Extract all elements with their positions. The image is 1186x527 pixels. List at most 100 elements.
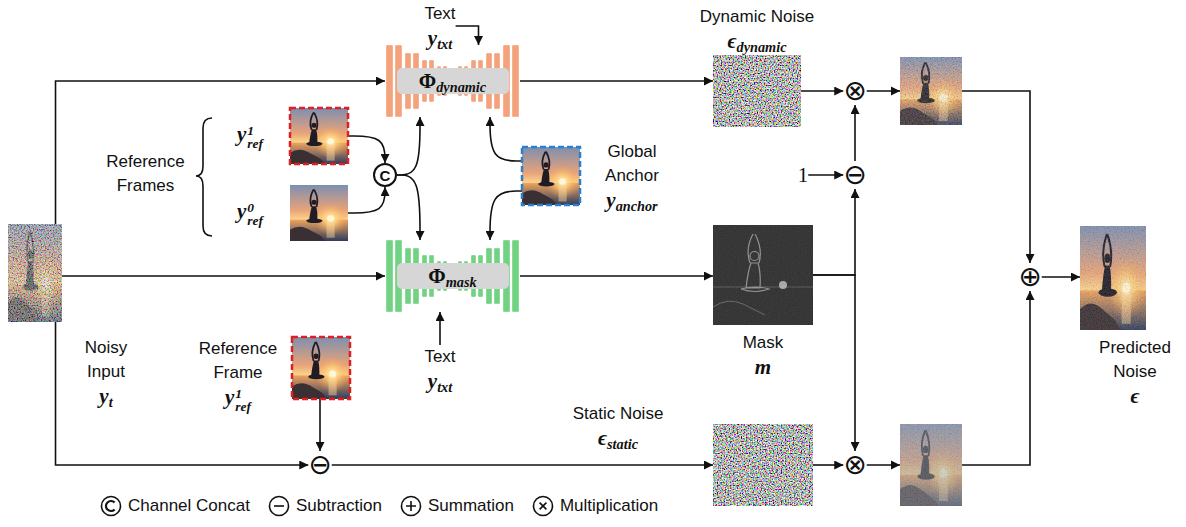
unet-dynamic <box>386 45 519 117</box>
node-text: y1ref <box>192 385 284 413</box>
connector <box>397 175 420 240</box>
art-part <box>290 185 348 241</box>
drawn-rect <box>900 57 962 125</box>
math-base: Φ <box>428 264 445 288</box>
legend-symbol <box>532 495 554 517</box>
node-text: y0ref <box>222 199 278 227</box>
node-text: Dynamic Noise <box>677 5 837 29</box>
noisy-input-image <box>8 224 62 322</box>
legend-symbol <box>268 495 290 517</box>
image-tile: Reference Framey1ref <box>292 337 350 399</box>
math-base: y <box>428 369 437 393</box>
image-tile: Predicted Noiseϵ <box>1080 226 1146 330</box>
image-tile: Noisy Inputyt <box>8 224 62 322</box>
math-sub: t <box>109 394 113 410</box>
art-part <box>522 147 580 205</box>
math-sub: dynamic <box>737 39 787 55</box>
dynamic-product-image <box>900 57 962 125</box>
legend-text: Multiplication <box>560 494 658 518</box>
node-text: Static Noise <box>548 402 688 426</box>
connector <box>348 136 385 163</box>
operator-symbol: ⊕ <box>1018 263 1041 291</box>
legend-item: Channel Concat <box>100 494 250 518</box>
art-part <box>102 497 121 516</box>
connector <box>397 117 420 175</box>
network-block: Φdynamic <box>385 45 520 117</box>
operator-symbol: ⊖ <box>308 451 331 479</box>
math-base: y <box>225 385 234 409</box>
image-tile: Static Noiseϵstatic <box>713 424 813 506</box>
node-text: Text <box>424 2 455 26</box>
math-base: y <box>237 122 246 146</box>
node-text: ϵstatic <box>548 426 688 450</box>
input-label: Textytxt <box>424 2 455 50</box>
drawn-path <box>274 505 284 507</box>
art-part <box>292 337 350 399</box>
reference-image-0 <box>290 185 348 241</box>
connector <box>62 275 385 277</box>
reference-image-bottom <box>292 337 350 399</box>
legend-item: Multiplication <box>532 494 658 518</box>
node-text: Text <box>424 345 455 369</box>
math-sub: mask <box>446 274 477 290</box>
node-label: Maskm <box>713 331 813 379</box>
operator-glyph: ⊖ <box>843 161 866 189</box>
legend-item: Summation <box>400 494 514 518</box>
art-part <box>900 57 962 125</box>
node-text: yt <box>68 384 144 408</box>
input-label: Textytxt <box>424 345 455 393</box>
image-tile: y1ref <box>290 108 348 164</box>
connector <box>348 187 385 213</box>
arrow-head <box>891 87 900 96</box>
static-noise-image <box>713 424 813 506</box>
drawn-rect <box>900 424 962 506</box>
node-text: ϵdynamic <box>677 29 837 53</box>
node-text: yanchor <box>590 188 674 212</box>
drawn-rect <box>900 424 962 506</box>
art-part <box>401 497 420 516</box>
arrow-head <box>891 461 900 470</box>
node-label: Reference Framey1ref <box>192 337 284 413</box>
node-text: ϵ <box>1090 384 1180 408</box>
connector <box>520 275 713 277</box>
drawn-rect <box>8 224 62 322</box>
art-part <box>1080 226 1146 330</box>
drawn-rect <box>713 225 813 325</box>
drawn-path <box>540 503 547 510</box>
math-base: y <box>428 26 437 50</box>
connector <box>520 80 713 82</box>
math-base: y <box>606 188 615 212</box>
legend-text: Summation <box>428 494 514 518</box>
math-scripts: 1ref <box>247 125 263 151</box>
operator-symbol: ⊗ <box>843 451 866 479</box>
connector <box>1042 276 1080 278</box>
connector <box>854 105 856 161</box>
node-text: Global Anchor <box>590 140 674 188</box>
node-label: Noisy Inputyt <box>68 336 144 408</box>
image-tile: Global Anchoryanchor <box>522 147 580 205</box>
drawn-rect <box>522 147 580 205</box>
art-part <box>713 225 813 325</box>
reference-image-1 <box>290 108 348 164</box>
math-sub: txt <box>437 379 452 395</box>
art-part <box>290 108 348 164</box>
network-block: Φmask <box>385 240 520 312</box>
node-text: ytxt <box>424 369 455 393</box>
drawn-path <box>106 501 115 511</box>
concat-circle: C <box>373 163 397 187</box>
art-part <box>269 497 288 516</box>
legend-symbol <box>100 495 122 517</box>
node-label: Static Noiseϵstatic <box>548 402 688 450</box>
node-label: y1ref <box>222 122 278 150</box>
connector <box>801 90 843 92</box>
connector <box>56 322 309 465</box>
node-text: ytxt <box>424 26 455 50</box>
connector <box>813 189 855 275</box>
connector <box>332 464 713 466</box>
math-base: ϵ <box>728 29 737 53</box>
math-sup: 0 <box>247 202 263 215</box>
drawn-rect <box>290 108 348 164</box>
operator-glyph: ⊖ <box>308 451 331 479</box>
connector-group <box>56 26 1080 465</box>
